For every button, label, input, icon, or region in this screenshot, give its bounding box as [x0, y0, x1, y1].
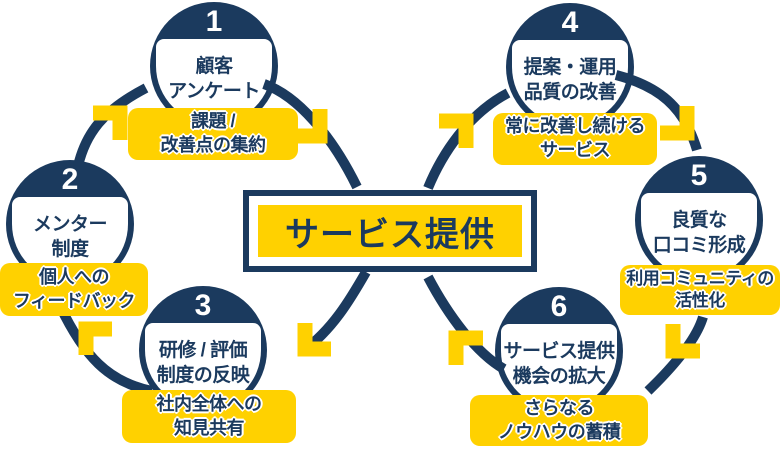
center-banner-frame: サービス提供 [249, 196, 531, 266]
step-1-number: 1 [205, 5, 223, 38]
arrowhead-up-right-icon [439, 113, 474, 148]
step-3-tag: 社内全体への 知見共有 [122, 390, 296, 443]
step-3-name: 研修 / 評価 制度の反映 [139, 323, 267, 404]
step-6-tag-line2: ノウハウの蓄積 [497, 421, 621, 442]
arrowhead-down-right-icon [660, 106, 695, 141]
step-4-name-line1: 提案・運用 [523, 56, 617, 78]
step-4-tag-line1: 常に改善し続ける [505, 116, 646, 137]
step-4-number: 4 [561, 6, 579, 39]
step-5-name-line1: 良質な [671, 209, 727, 231]
step-6-tag-line1: さらなる [524, 397, 595, 418]
step-5-name-line2: 口コミ形成 [652, 234, 746, 256]
arrow-6-to-center [423, 274, 507, 374]
step-5-number: 5 [690, 159, 708, 192]
arrowhead-up-left-icon [78, 321, 112, 355]
step-4-name: 提案・運用 品質の改善 [506, 40, 634, 121]
step-5-tag-line2: 活性化 [675, 291, 725, 310]
arrow-5-to-6 [644, 315, 708, 395]
step-2-name-line1: メンター [32, 213, 108, 235]
step-4-circle: 4 提案・運用 品質の改善 [506, 3, 634, 131]
step-6-name: サービス提供 機会の拡大 [495, 324, 623, 405]
step-6-circle: 6 サービス提供 機会の拡大 [495, 287, 623, 415]
center-banner: サービス提供 [243, 190, 537, 272]
step-3-name-line1: 研修 / 評価 [158, 339, 248, 361]
step-4-name-line2: 品質の改善 [523, 81, 617, 103]
step-3-number: 3 [194, 289, 212, 322]
step-2-tag-line2: フィードバック [12, 290, 136, 311]
arrowhead-up-right-icon [93, 105, 128, 140]
step-2-name-line2: 制度 [51, 238, 89, 260]
step-1-name: 顧客 アンケート [150, 39, 278, 120]
step-2-tag: 個人への フィードバック [0, 263, 148, 316]
step-3-tag-line1: 社内全体への [156, 393, 263, 414]
step-6-name-line2: 機会の拡大 [512, 365, 606, 387]
step-3-tag-line2: 知見共有 [174, 417, 245, 438]
step-5-tag: 利用コミュニティの 活性化 [620, 265, 780, 315]
step-5-name: 良質な 口コミ形成 [635, 193, 763, 274]
step-6-number: 6 [550, 290, 568, 323]
step-1-tag-line1: 課題 / [190, 111, 236, 132]
step-6-tag: さらなる ノウハウの蓄積 [470, 395, 648, 446]
step-1-name-line2: アンケート [168, 80, 260, 102]
step-2-name: メンター 制度 [6, 197, 134, 278]
step-1-tag-line2: 改善点の集約 [160, 135, 267, 155]
step-2-tag-line1: 個人への [39, 266, 110, 287]
step-4-tag-line2: サービス [540, 140, 611, 160]
step-2-number: 2 [61, 163, 79, 196]
step-5-circle: 5 良質な 口コミ形成 [635, 156, 763, 284]
step-4-tag: 常に改善し続ける サービス [493, 113, 657, 165]
step-5-tag-line1: 利用コミュニティの [626, 268, 774, 288]
center-banner-title: サービス提供 [258, 205, 522, 257]
step-1-tag: 課題 / 改善点の集約 [128, 108, 298, 160]
arrowhead-up-left-icon [448, 330, 483, 365]
step-3-name-line2: 制度の反映 [156, 364, 250, 386]
step-6-name-line1: サービス提供 [503, 340, 615, 362]
arrow-center-to-3 [297, 269, 371, 357]
arrowhead-down-left-icon [665, 324, 700, 359]
arrowhead-down-left-icon [297, 323, 331, 357]
step-1-name-line1: 顧客 [195, 55, 233, 77]
